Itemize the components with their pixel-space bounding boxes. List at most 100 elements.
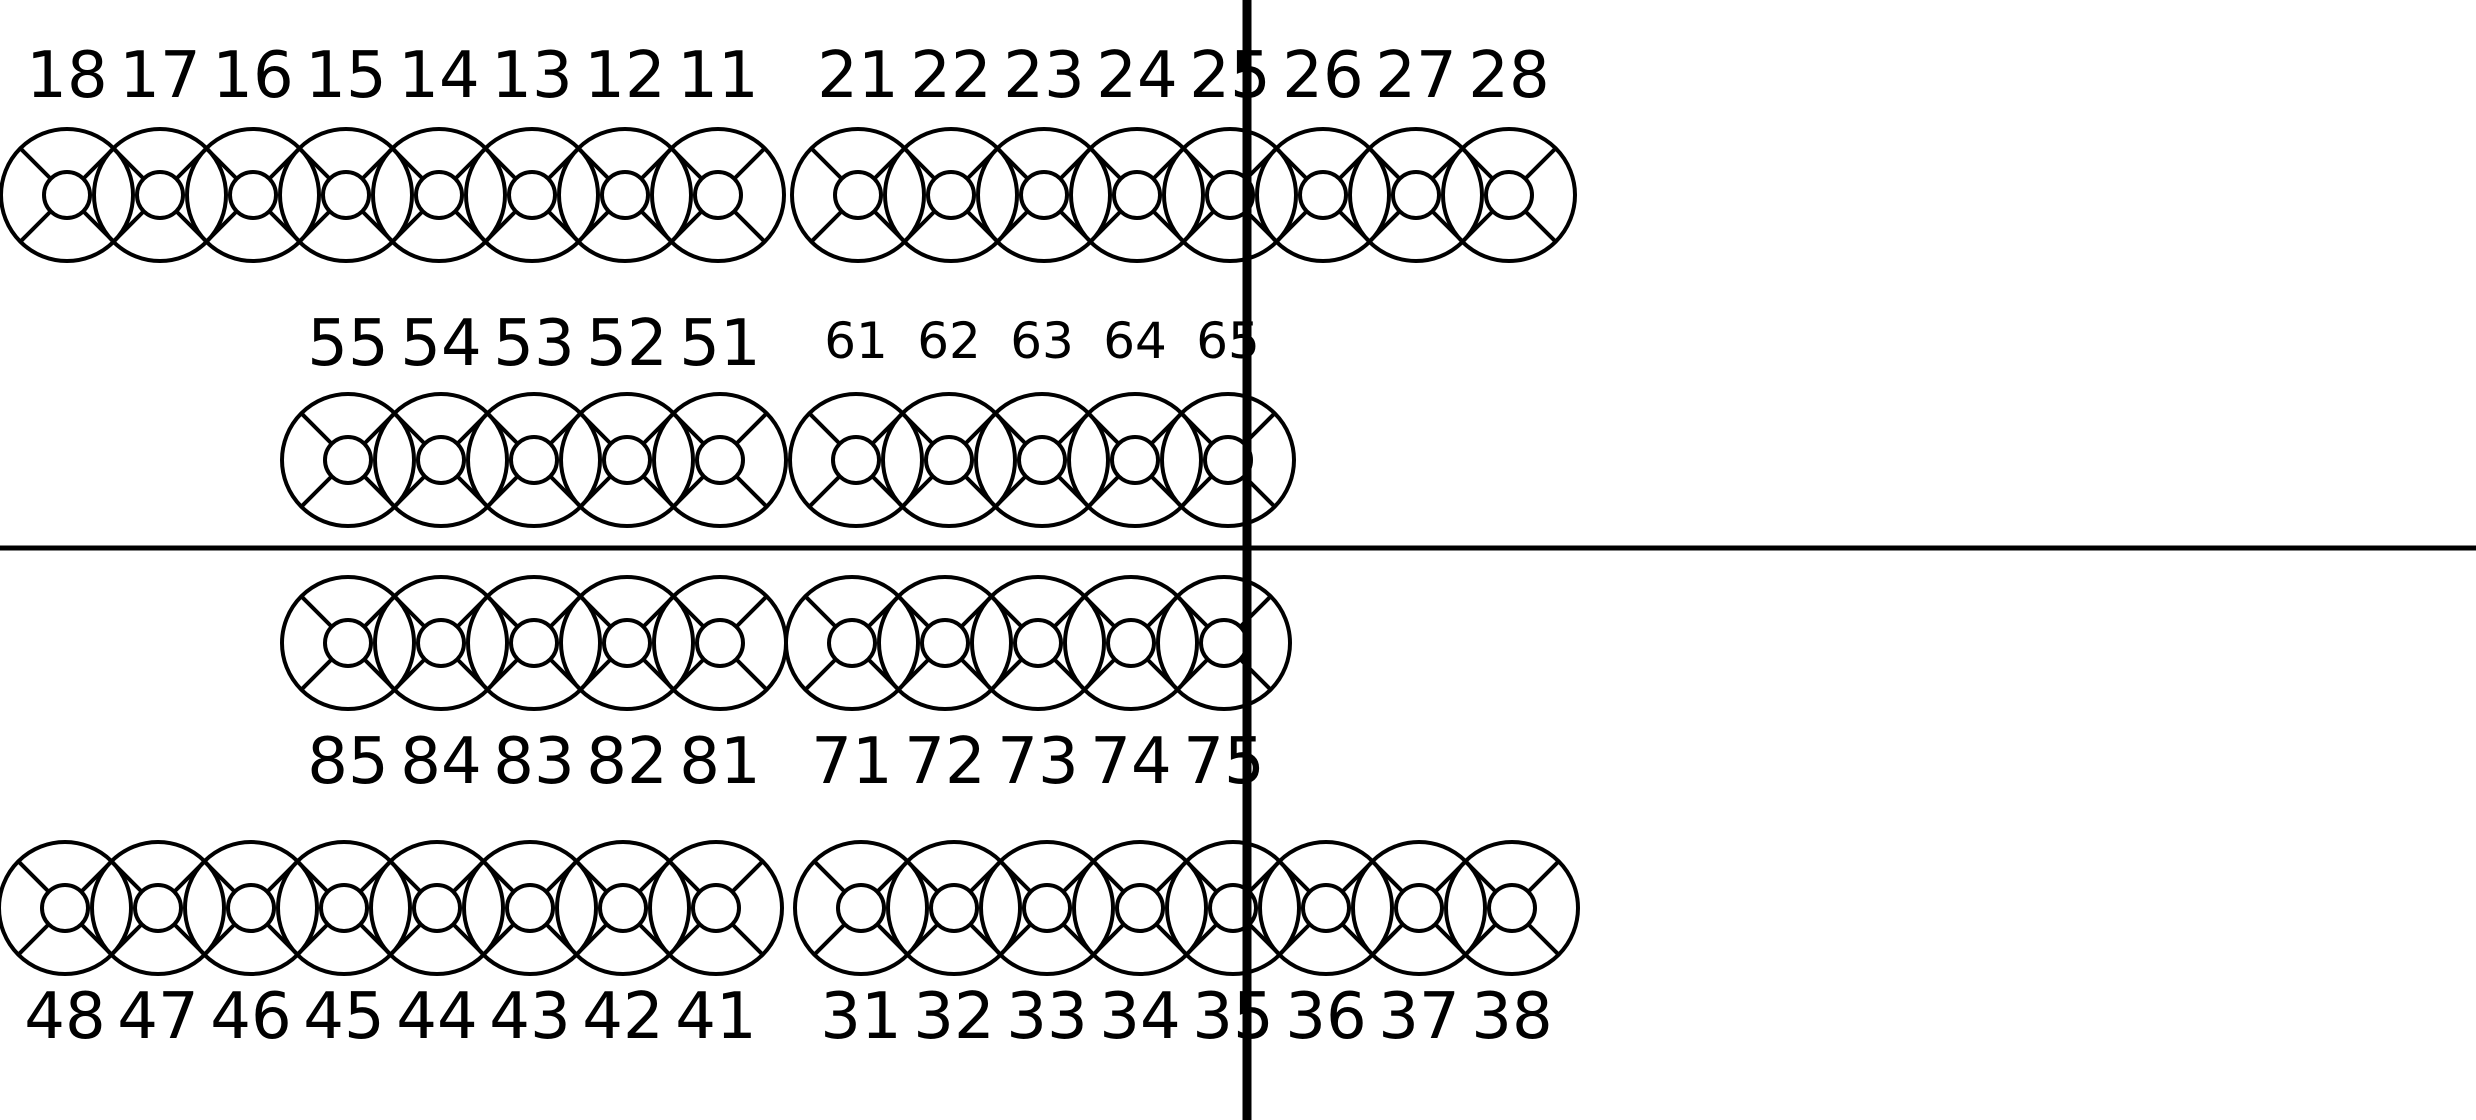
tooth-label-64: 64	[1103, 312, 1167, 370]
tooth-51-symbol	[652, 392, 788, 528]
tooth-section-line	[1091, 859, 1126, 894]
tooth-section-line	[1082, 657, 1117, 692]
tooth-section-line	[732, 146, 767, 181]
tooth-outer-circle	[881, 392, 1017, 528]
tooth-53-symbol	[466, 392, 602, 528]
tooth-section-line	[1277, 922, 1312, 957]
tooth-section-line	[485, 474, 520, 509]
tooth-section-line	[1086, 474, 1121, 509]
tooth-outer-circle	[1258, 840, 1394, 976]
tooth-label-62: 62	[917, 312, 981, 370]
tooth-outer-circle	[371, 127, 507, 263]
tooth-section-line	[1238, 594, 1273, 629]
tooth-section-line	[202, 922, 237, 957]
tooth-inner-circle	[602, 435, 652, 485]
tooth-outer-circle	[185, 127, 321, 263]
tooth-outer-circle	[652, 392, 788, 528]
tooth-section-line	[299, 411, 334, 446]
tooth-inner-circle	[1022, 883, 1072, 933]
tooth-section-line	[390, 209, 425, 244]
tooth-section-line	[1242, 474, 1277, 509]
tooth-label-84: 84	[400, 725, 481, 799]
tooth-section-line	[1181, 209, 1216, 244]
tooth-label-35: 35	[1192, 980, 1273, 1054]
tooth-outer-circle	[974, 392, 1110, 528]
tooth-label-42: 42	[582, 980, 663, 1054]
tooth-section-line	[299, 474, 334, 509]
tooth-label-71: 71	[811, 725, 892, 799]
tooth-section-line	[902, 209, 937, 244]
tooth-label-26: 26	[1282, 39, 1363, 113]
tooth-section-line	[483, 146, 518, 181]
tooth-section-line	[295, 859, 330, 894]
tooth-label-14: 14	[398, 39, 479, 113]
tooth-37-symbol	[1351, 840, 1487, 976]
tooth-section-line	[578, 657, 613, 692]
tooth-label-33: 33	[1006, 980, 1087, 1054]
tooth-inner-circle	[1013, 618, 1063, 668]
tooth-outer-circle	[0, 840, 133, 976]
tooth-section-line	[481, 859, 516, 894]
tooth-inner-circle	[323, 618, 373, 668]
tooth-section-line	[483, 209, 518, 244]
tooth-inner-circle	[1484, 170, 1534, 220]
tooth-section-line	[667, 859, 702, 894]
tooth-47-symbol	[90, 840, 226, 976]
tooth-83-symbol	[466, 575, 602, 711]
tooth-section-line	[111, 146, 146, 181]
tooth-inner-circle	[929, 883, 979, 933]
tooth-section-line	[1181, 146, 1216, 181]
tooth-section-line	[1091, 922, 1126, 957]
tooth-label-27: 27	[1375, 39, 1456, 113]
tooth-inner-circle	[226, 883, 276, 933]
tooth-section-line	[204, 146, 239, 181]
tooth-outer-circle	[1156, 575, 1292, 711]
tooth-inner-circle	[827, 618, 877, 668]
tooth-outer-circle	[883, 127, 1019, 263]
tooth-section-line	[1088, 209, 1123, 244]
tooth-label-17: 17	[119, 39, 200, 113]
tooth-section-line	[1526, 859, 1561, 894]
tooth-outer-circle	[1255, 127, 1391, 263]
tooth-section-line	[485, 411, 520, 446]
tooth-section-line	[202, 859, 237, 894]
tooth-section-line	[732, 209, 767, 244]
tooth-outer-circle	[559, 575, 695, 711]
tooth-section-line	[578, 594, 613, 629]
tooth-label-83: 83	[493, 725, 574, 799]
tooth-label-65: 65	[1196, 312, 1260, 370]
tooth-outer-circle	[1067, 392, 1203, 528]
tooth-section-line	[995, 146, 1030, 181]
tooth-inner-circle	[323, 435, 373, 485]
tooth-label-61: 61	[824, 312, 888, 370]
tooth-section-line	[809, 209, 844, 244]
tooth-label-74: 74	[1090, 725, 1171, 799]
tooth-inner-circle	[831, 435, 881, 485]
tooth-section-line	[299, 594, 334, 629]
tooth-75-symbol	[1156, 575, 1292, 711]
tooth-label-73: 73	[997, 725, 1078, 799]
tooth-section-line	[1370, 859, 1405, 894]
tooth-inner-circle	[695, 618, 745, 668]
tooth-inner-circle	[416, 435, 466, 485]
tooth-inner-circle	[1203, 435, 1253, 485]
tooth-outer-circle	[466, 392, 602, 528]
tooth-26-symbol	[1255, 127, 1391, 263]
tooth-section-line	[481, 922, 516, 957]
tooth-45-symbol	[276, 840, 412, 976]
tooth-outer-circle	[790, 127, 926, 263]
tooth-label-52: 52	[586, 307, 667, 381]
tooth-outer-circle	[280, 392, 416, 528]
tooth-section-line	[299, 657, 334, 692]
tooth-inner-circle	[600, 170, 650, 220]
tooth-section-line	[734, 474, 769, 509]
tooth-label-44: 44	[396, 980, 477, 1054]
tooth-inner-circle	[691, 883, 741, 933]
tooth-section-line	[1523, 146, 1558, 181]
tooth-81-symbol	[652, 575, 788, 711]
tooth-section-line	[109, 859, 144, 894]
tooth-label-81: 81	[679, 725, 760, 799]
tooth-outer-circle	[280, 575, 416, 711]
tooth-label-54: 54	[400, 307, 481, 381]
